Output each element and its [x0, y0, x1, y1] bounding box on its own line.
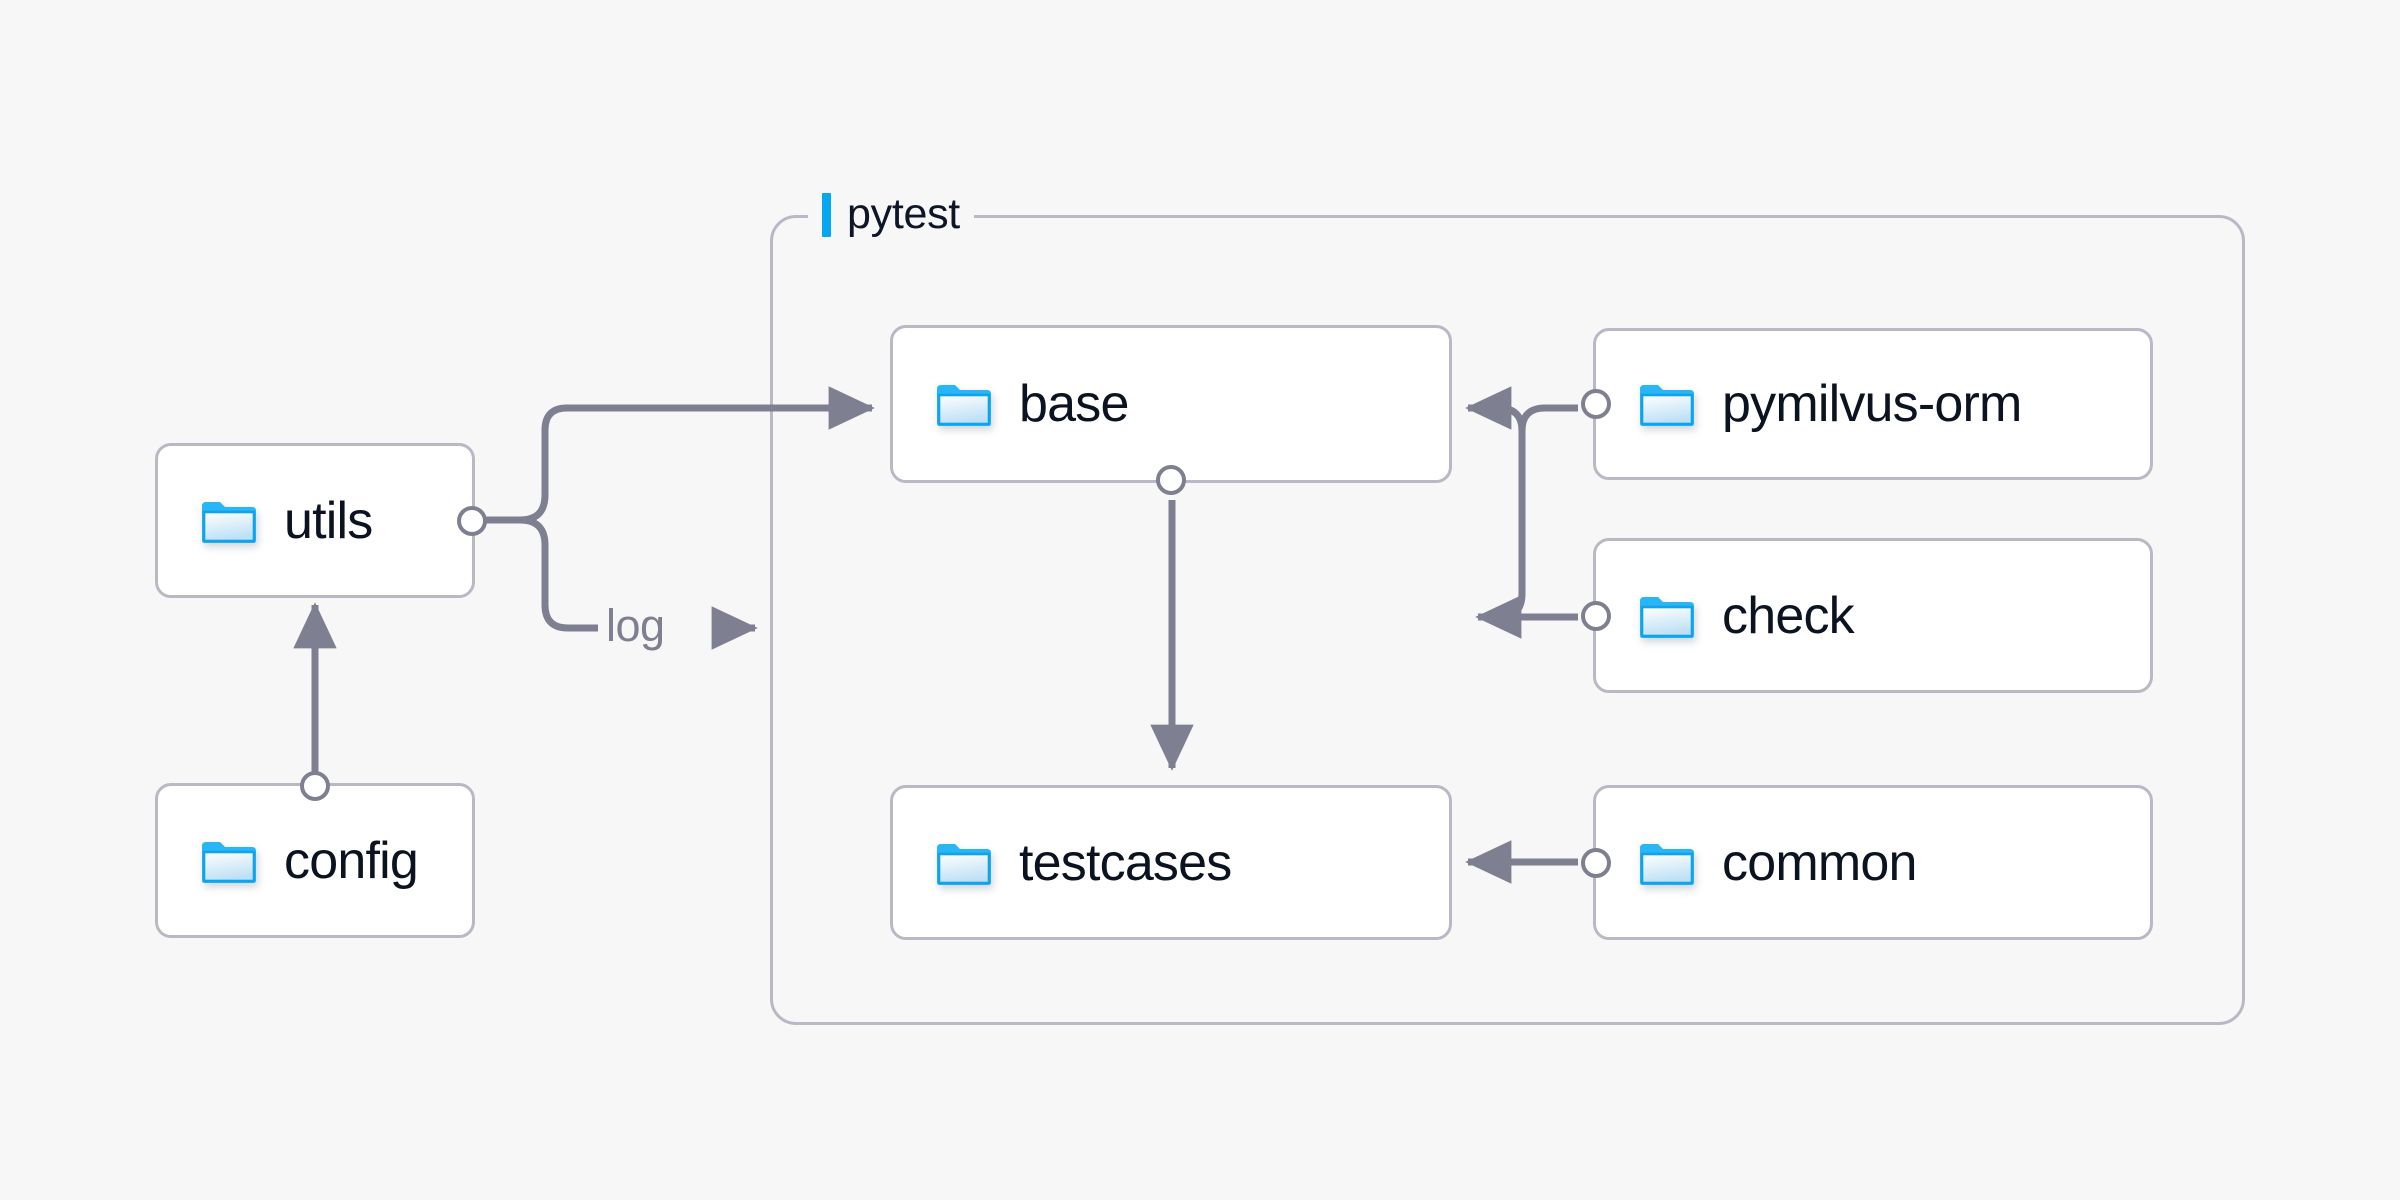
- node-base-content: base: [893, 374, 1129, 434]
- folder-icon: [935, 838, 993, 888]
- node-testcases-content: testcases: [893, 833, 1232, 893]
- handle-pymilvus-orm-left[interactable]: [1581, 389, 1611, 419]
- edge-utils-base[interactable]: [475, 386, 875, 524]
- edge-trunk-to-base[interactable]: [1465, 386, 1526, 500]
- node-config[interactable]: config: [155, 771, 475, 938]
- folder-icon: [1638, 379, 1696, 429]
- handle-common-left[interactable]: [1581, 847, 1611, 878]
- handle-config-top[interactable]: [300, 771, 330, 801]
- node-common[interactable]: common: [1581, 785, 2153, 940]
- node-testcases[interactable]: testcases: [890, 785, 1452, 940]
- group-pytest[interactable]: [770, 215, 2245, 1025]
- node-config-label: config: [284, 831, 419, 890]
- edge-utils-log[interactable]: [475, 516, 632, 632]
- node-utils[interactable]: utils: [155, 443, 487, 598]
- edge-label-log: log: [598, 600, 673, 652]
- folder-icon: [200, 496, 258, 546]
- node-common-content: common: [1596, 833, 1917, 893]
- node-pymilvus-orm-content: pymilvus-orm: [1596, 374, 2022, 434]
- handle-check-left[interactable]: [1581, 600, 1611, 631]
- folder-icon: [1638, 591, 1696, 641]
- node-testcases-label: testcases: [1019, 833, 1232, 892]
- node-check-label: check: [1722, 586, 1855, 645]
- node-check-content: check: [1596, 586, 1855, 646]
- node-config-content: config: [158, 831, 419, 891]
- node-check[interactable]: check: [1581, 538, 2153, 693]
- handle-utils-right[interactable]: [457, 505, 487, 536]
- node-common-label: common: [1722, 833, 1917, 892]
- node-pymilvus-orm-label: pymilvus-orm: [1722, 375, 2022, 433]
- group-title: pytest: [847, 190, 960, 238]
- node-utils-label: utils: [284, 491, 373, 550]
- node-pymilvus-orm[interactable]: pymilvus-orm: [1581, 328, 2153, 480]
- group-pytest-label: pytest: [808, 190, 974, 239]
- folder-icon: [935, 379, 993, 429]
- node-utils-content: utils: [158, 491, 373, 551]
- edge-pymilvusorm-base[interactable]: [1475, 404, 1578, 639]
- folder-icon: [200, 836, 258, 886]
- folder-icon: [1638, 838, 1696, 888]
- group-accent-bar: [822, 192, 831, 237]
- node-base[interactable]: base: [890, 325, 1452, 495]
- handle-base-bottom[interactable]: [1156, 465, 1186, 495]
- node-base-label: base: [1019, 375, 1129, 433]
